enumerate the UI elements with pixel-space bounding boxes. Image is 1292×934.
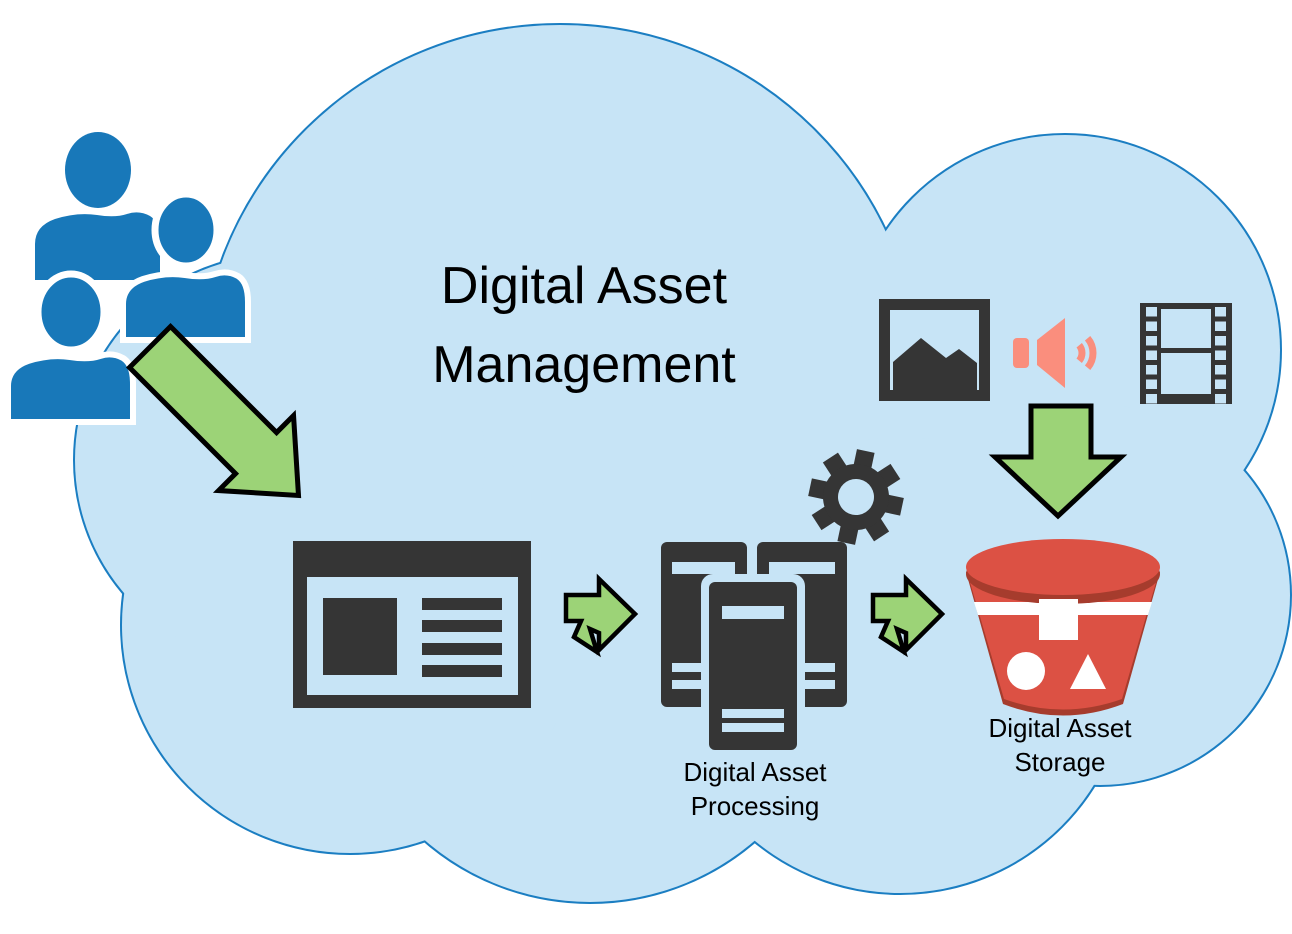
- storage-label-line-1: Digital Asset: [988, 713, 1132, 743]
- asset-square: [1039, 599, 1078, 640]
- person-body: [8, 354, 133, 422]
- storage-label: Digital Asset Storage: [988, 713, 1132, 777]
- asset-triangle: [1070, 654, 1106, 689]
- person-body: [35, 212, 160, 280]
- processing-label: Digital Asset Processing: [683, 757, 827, 821]
- web-page-icon: [293, 541, 531, 708]
- image-icon: [879, 299, 990, 401]
- gear-icon: [808, 449, 904, 545]
- user-group-icon: [8, 132, 248, 422]
- diagram-title: Digital Asset Management: [432, 257, 736, 394]
- sound-wave-small: [1076, 343, 1086, 363]
- film-strip-icon: [1140, 303, 1232, 404]
- processing-label-line-1: Digital Asset: [683, 757, 827, 787]
- storage-label-line-2: Storage: [1014, 747, 1105, 777]
- asset-circle: [1007, 652, 1045, 690]
- server-tower-front: [709, 582, 797, 750]
- gear-hole: [838, 479, 874, 515]
- person-body: [123, 272, 248, 340]
- bucket-lid: [966, 539, 1160, 595]
- window-text-lines: [422, 598, 502, 677]
- storage-bucket-icon: [966, 539, 1160, 716]
- person-head: [151, 190, 221, 270]
- window-thumbnail-block: [323, 598, 397, 675]
- web-to-processing-arrow: [563, 573, 639, 658]
- users-to-web-arrow: [125, 322, 302, 499]
- title-line-2: Management: [432, 336, 736, 394]
- title-line-1: Digital Asset: [441, 257, 728, 315]
- audio-speaker-icon: [1013, 318, 1097, 388]
- media-to-storage-arrow: [988, 403, 1128, 520]
- person-head: [34, 270, 108, 354]
- processing-to-storage-arrow: [870, 573, 946, 658]
- sound-wave-large: [1084, 335, 1097, 371]
- person-head: [65, 132, 131, 208]
- processing-label-line-2: Processing: [691, 791, 820, 821]
- server-stack-icon: [661, 542, 847, 758]
